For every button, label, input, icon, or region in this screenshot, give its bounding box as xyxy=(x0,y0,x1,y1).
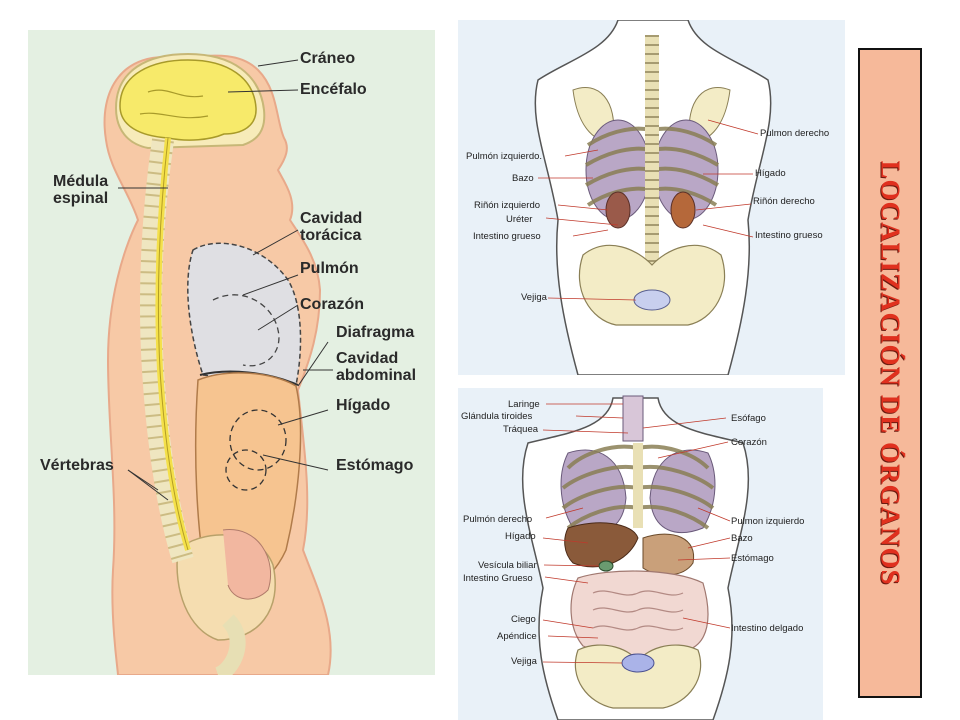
label-medula-line2: espinal xyxy=(53,190,109,207)
front-label-vejiga: Vejiga xyxy=(511,656,537,667)
thoracic-cavity xyxy=(187,242,302,386)
front-label-ciego: Ciego xyxy=(511,614,536,625)
label-corazon: Corazón xyxy=(300,296,364,313)
label-cavidad-toracica: Cavidad torácica xyxy=(300,210,362,244)
back-label-ureter: Uréter xyxy=(506,214,533,225)
anterior-view-illustration xyxy=(521,395,750,720)
front-label-intestino-delgado: Intestino delgado xyxy=(731,623,804,634)
back-label-rinon-izquierdo: Riñón izquierdo xyxy=(474,200,541,211)
title-box: LOCALIZACIÓN DE ÓRGANOS xyxy=(858,48,922,698)
back-label-intestino-grueso-left: Intestino grueso xyxy=(473,231,541,242)
back-label-intestino-grueso-right: Intestino grueso xyxy=(755,230,823,241)
lateral-body-illustration xyxy=(103,52,333,675)
label-diafragma: Diafragma xyxy=(336,324,415,341)
label-craneo: Cráneo xyxy=(300,50,356,67)
label-medula: Médula espinal xyxy=(53,173,108,207)
label-cavidad-abdominal-line2: abdominal xyxy=(336,367,417,384)
label-cavidad-abdominal: Cavidad abdominal xyxy=(336,350,416,384)
label-cavidad-toracica-line2: torácica xyxy=(300,227,362,244)
back-label-pulmon-derecho: Pulmon derecho xyxy=(760,128,830,139)
front-label-corazon: Corazón xyxy=(731,437,767,448)
back-label-higado: Hígado xyxy=(755,168,786,179)
label-pulmon: Pulmón xyxy=(300,260,359,277)
front-label-estomago: Estómago xyxy=(731,553,774,564)
back-label-rinon-derecho: Riñón derecho xyxy=(753,196,815,207)
front-label-laringe: Laringe xyxy=(508,399,540,410)
label-encefalo: Encéfalo xyxy=(300,81,367,98)
front-label-higado: Hígado xyxy=(505,531,536,542)
lateral-body-diagram xyxy=(28,30,435,675)
brain xyxy=(119,59,257,141)
back-label-pulmon-izquierdo: Pulmón izquierdo. xyxy=(466,151,543,162)
label-cavidad-abdominal-line1: Cavidad xyxy=(336,350,399,367)
label-cavidad-toracica-line1: Cavidad xyxy=(300,210,363,227)
page-title: LOCALIZACIÓN DE ÓRGANOS xyxy=(875,160,906,586)
front-label-pulmon-derecho: Pulmón derecho xyxy=(463,514,533,525)
back-label-vejiga: Vejiga xyxy=(521,292,547,303)
front-label-esofago: Esófago xyxy=(731,413,766,424)
posterior-view-diagram xyxy=(458,20,845,375)
front-label-pulmon-izquierdo: Pulmon izquierdo xyxy=(731,516,805,527)
front-label-intestino-grueso: Intestino Grueso xyxy=(463,573,533,584)
front-label-vesicula-biliar: Vesícula biliar xyxy=(478,560,537,571)
label-higado: Hígado xyxy=(336,397,391,414)
anterior-view-diagram xyxy=(458,388,823,720)
label-estomago: Estómago xyxy=(336,457,414,474)
posterior-view-illustration xyxy=(534,20,772,375)
label-vertebras: Vértebras xyxy=(40,457,114,474)
front-label-traquea: Tráquea xyxy=(503,424,539,435)
back-label-bazo: Bazo xyxy=(512,173,534,184)
label-medula-line1: Médula xyxy=(53,173,109,190)
vertebral-column xyxy=(140,137,194,564)
front-label-apendice: Apéndice xyxy=(497,631,537,642)
front-label-glandula-tiroides: Glándula tiroides xyxy=(461,411,533,422)
front-label-bazo: Bazo xyxy=(731,533,753,544)
